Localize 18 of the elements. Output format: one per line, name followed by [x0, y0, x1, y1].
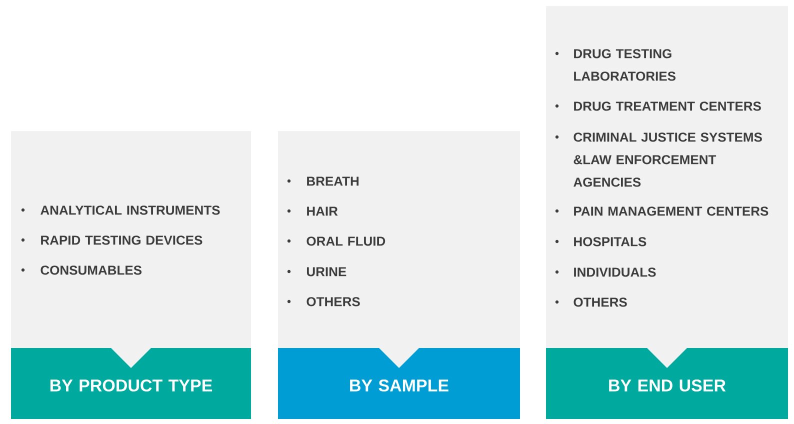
list-item: URINE	[307, 267, 346, 276]
list-item: CRIMINAL JUSTICE SYSTEMS &LAW ENFORCEMENT AGENCIES	[574, 132, 762, 187]
list-item: ANALYTICAL INSTRUMENTS	[40, 206, 220, 215]
list-item: HOSPITALS	[574, 237, 646, 246]
list-item: OTHERS	[306, 297, 360, 306]
list-item: PAIN MANAGEMENT CENTERS	[574, 206, 768, 216]
list-item: RAPID TESTING DEVICES	[41, 236, 202, 245]
heading-bar: BY PRODUCT TYPE	[11, 348, 251, 419]
list-item: DRUG TREATMENT CENTERS	[574, 102, 761, 111]
heading-bar: BY END USER	[546, 348, 788, 419]
list-item: DRUG TESTING LABORATORIES	[574, 49, 676, 81]
list-item: INDIVIDUALS	[574, 268, 656, 277]
list-item: CONSUMABLES	[40, 266, 142, 275]
list-item: BREATH	[307, 176, 359, 186]
heading-bar: BY SAMPLE	[278, 348, 520, 419]
list-item: HAIR	[307, 206, 338, 216]
list-item: OTHERS	[574, 298, 627, 307]
list-item: ORAL FLUID	[306, 236, 386, 246]
